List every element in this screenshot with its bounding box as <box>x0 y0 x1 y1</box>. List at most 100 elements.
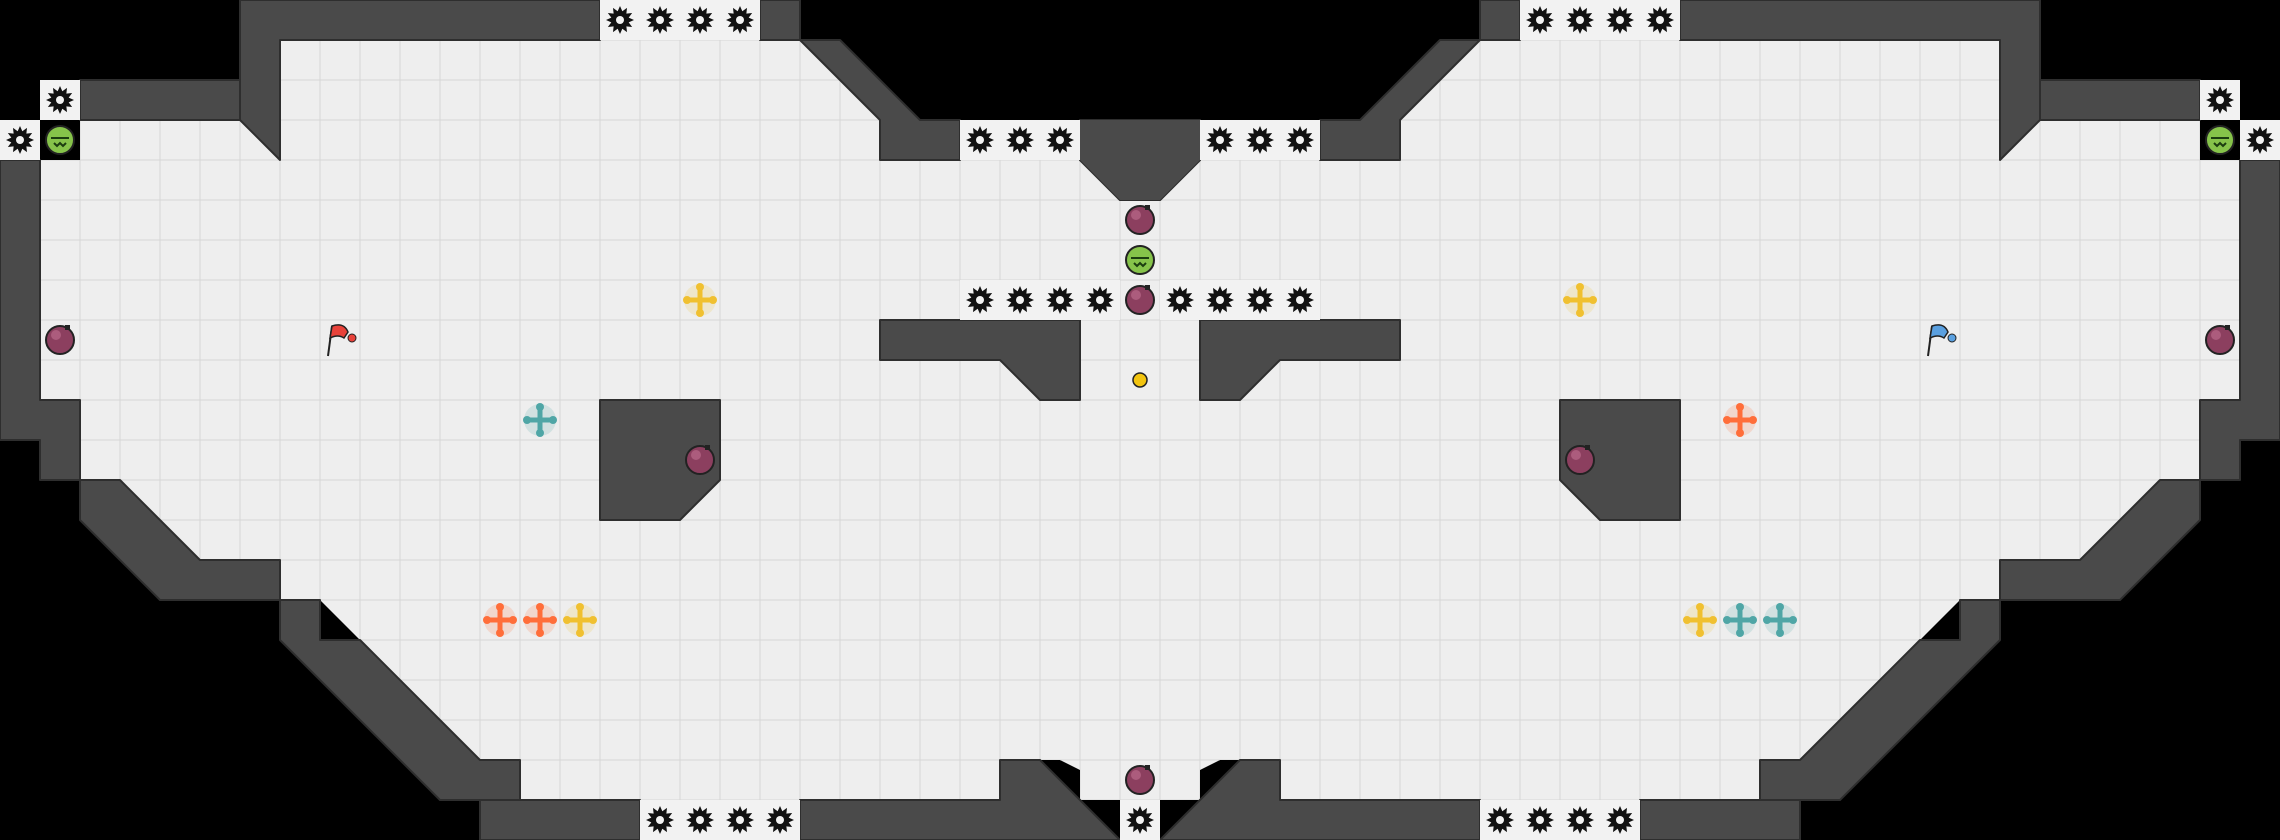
spike-center <box>1576 16 1584 24</box>
floor-layer <box>40 20 2240 840</box>
powerup-tip <box>1576 283 1584 291</box>
spike <box>1040 280 1080 320</box>
spike-center <box>1296 296 1304 304</box>
flag-cloth <box>1929 324 1949 340</box>
floor-right <box>1140 20 2240 840</box>
wall-right-7 <box>1559 399 1681 521</box>
bomb-fuse <box>2225 325 2230 330</box>
powerup-tip <box>563 616 571 624</box>
powerup-cross <box>684 284 716 316</box>
powerup-tip <box>696 309 704 317</box>
spike <box>680 0 720 40</box>
spike-center <box>1056 296 1064 304</box>
bomb-body <box>1125 285 1155 315</box>
powerup-tip <box>1736 403 1744 411</box>
powerup-cross <box>564 604 596 636</box>
bomb-fuse <box>705 445 710 450</box>
bomb-fuse <box>1145 285 1150 290</box>
powerup <box>523 403 557 437</box>
bomb-shine <box>1131 210 1141 220</box>
spike <box>960 120 1000 160</box>
powerup-tip <box>509 616 517 624</box>
bomb-body <box>1125 205 1155 235</box>
powerup-tip <box>1749 616 1757 624</box>
bomb-body <box>685 445 715 475</box>
powerup-tip <box>1736 603 1744 611</box>
powerup-cross <box>1564 284 1596 316</box>
powerup-cross <box>1684 604 1716 636</box>
flag-ribbon <box>1947 333 1957 343</box>
spike <box>1200 280 1240 320</box>
powerup-tip <box>1696 603 1704 611</box>
flag-cloth <box>329 324 349 340</box>
powerup-tip <box>1763 616 1771 624</box>
powerup <box>1723 403 1757 437</box>
spike <box>760 800 800 840</box>
gate-mark <box>51 137 69 148</box>
spike <box>640 0 680 40</box>
bomb-shine <box>51 330 61 340</box>
powerup-tip <box>1696 629 1704 637</box>
spike-center <box>2256 136 2264 144</box>
spike <box>1480 800 1520 840</box>
spike <box>40 80 80 120</box>
bomb-shine <box>1571 450 1581 460</box>
powerup-cross <box>484 604 516 636</box>
spike-center <box>16 136 24 144</box>
spike <box>1200 120 1240 160</box>
spike-center <box>1296 136 1304 144</box>
spike <box>640 800 680 840</box>
powerup <box>1763 603 1797 637</box>
powerup-tip <box>709 296 717 304</box>
powerup <box>683 283 717 317</box>
blue-flag <box>1927 324 1957 357</box>
spike-center <box>736 816 744 824</box>
powerup-cross <box>1724 604 1756 636</box>
wall-right-5 <box>1639 799 1801 840</box>
spike <box>2200 80 2240 120</box>
bomb-body <box>1565 445 1595 475</box>
spike <box>600 0 640 40</box>
powerup-tip <box>523 416 531 424</box>
bomb-body <box>1125 765 1155 795</box>
bomb-shine <box>691 450 701 460</box>
spike <box>1160 280 1200 320</box>
spike-center <box>1616 16 1624 24</box>
spike-center <box>56 96 64 104</box>
gate <box>2205 125 2235 155</box>
powerup-tip <box>1736 429 1744 437</box>
spike-center <box>736 16 744 24</box>
floor-left <box>40 20 1140 840</box>
spike-center <box>1536 816 1544 824</box>
bomb <box>1565 445 1595 475</box>
powerup-tip <box>523 616 531 624</box>
powerup-cross <box>524 604 556 636</box>
spike <box>2240 120 2280 160</box>
powerup <box>523 603 557 637</box>
spike <box>1120 800 1160 840</box>
powerup <box>1723 603 1757 637</box>
bomb-fuse <box>1145 205 1150 210</box>
spike <box>720 0 760 40</box>
bomb <box>1125 205 1155 235</box>
powerup-tip <box>536 603 544 611</box>
spike-center <box>1576 816 1584 824</box>
spike <box>680 800 720 840</box>
spike-center <box>1256 136 1264 144</box>
powerup-tip <box>1576 309 1584 317</box>
wall-right-1 <box>2039 79 2201 121</box>
spike <box>720 800 760 840</box>
bomb-shine <box>1131 770 1141 780</box>
powerup-tip <box>1736 629 1744 637</box>
spike-center <box>1656 16 1664 24</box>
bomb-fuse <box>1585 445 1590 450</box>
spike-center <box>1616 816 1624 824</box>
powerup-tip <box>576 603 584 611</box>
flag-ribbon <box>347 333 357 343</box>
spike-center <box>1256 296 1264 304</box>
bomb-shine <box>1131 290 1141 300</box>
spike-center <box>1496 816 1504 824</box>
spike <box>960 280 1000 320</box>
bomb-body <box>2205 325 2235 355</box>
